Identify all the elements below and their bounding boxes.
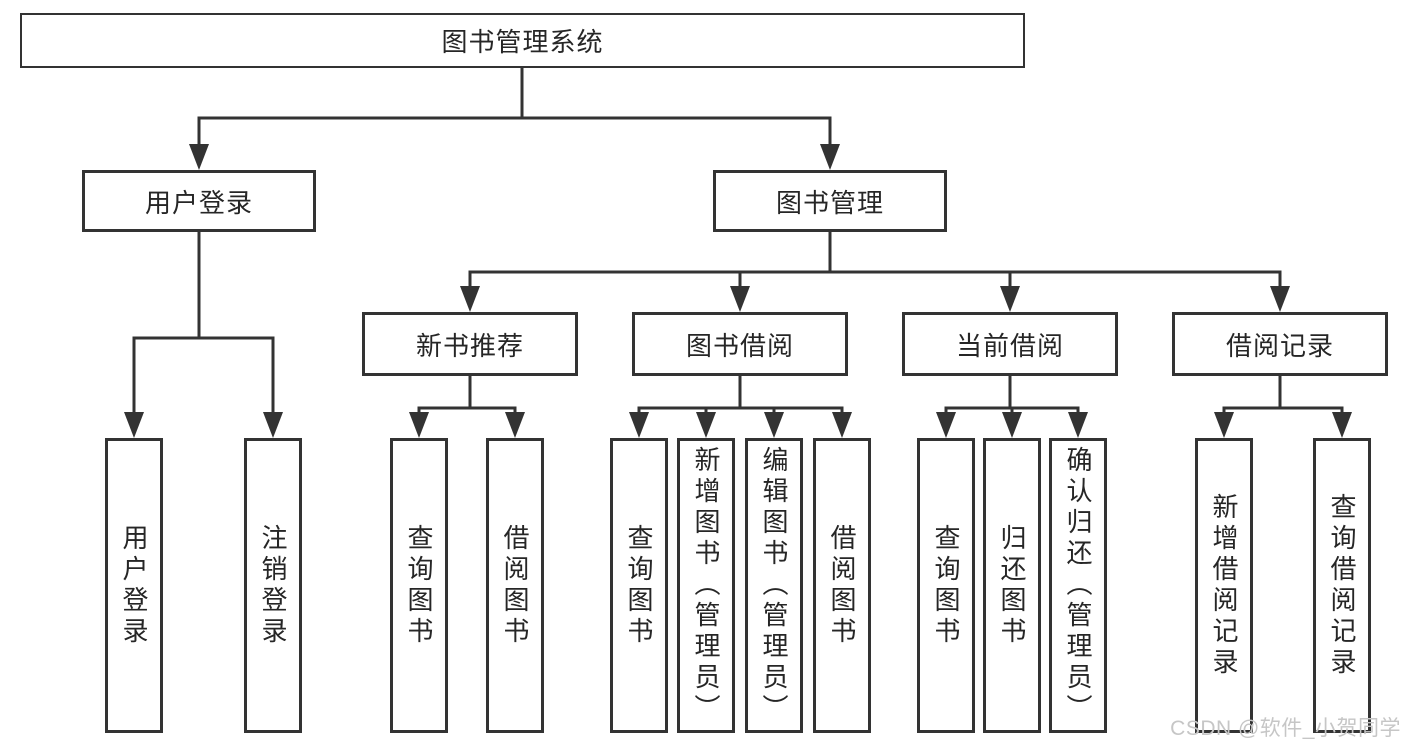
node-book-management: 图书管理	[713, 170, 947, 232]
node-new-book-recommend: 新书推荐	[362, 312, 578, 376]
leaf-confirm-return-admin: 确认归还（管理员）	[1049, 438, 1107, 733]
node-label: 图书管理	[775, 187, 884, 218]
node-library-management-system: 图书管理系统	[20, 13, 1025, 68]
node-label: 图书借阅	[685, 330, 794, 361]
leaf-query-books-current: 查询图书	[917, 438, 975, 733]
node-label: 用户登录	[144, 187, 253, 218]
node-label: 当前借阅	[955, 330, 1064, 361]
leaf-label: 新增图书（管理员）	[691, 446, 721, 725]
leaf-return-books: 归还图书	[983, 438, 1041, 733]
node-label: 图书管理系统	[441, 27, 604, 57]
arrowheads	[124, 144, 1352, 438]
node-user-login: 用户登录	[82, 170, 316, 232]
leaf-label: 归还图书	[997, 523, 1027, 648]
connector-strokes	[132, 68, 1344, 414]
csdn-watermark: CSDN @软件_小贺同学	[1170, 717, 1401, 740]
leaf-label: 注销登录	[258, 523, 288, 648]
node-current-borrow: 当前借阅	[902, 312, 1118, 376]
leaf-user-login: 用户登录	[105, 438, 163, 733]
leaf-label: 查询图书	[624, 523, 654, 648]
node-label: 借阅记录	[1225, 330, 1334, 361]
leaf-add-borrow-record: 新增借阅记录	[1195, 438, 1253, 733]
leaf-label: 新增借阅记录	[1209, 492, 1239, 679]
leaf-add-books-admin: 新增图书（管理员）	[677, 438, 735, 733]
leaf-label: 查询图书	[931, 523, 961, 648]
leaf-label: 查询借阅记录	[1327, 492, 1357, 679]
leaf-label: 用户登录	[119, 523, 149, 648]
node-borrow-records: 借阅记录	[1172, 312, 1388, 376]
leaf-query-books-recommend: 查询图书	[390, 438, 448, 733]
leaf-logout: 注销登录	[244, 438, 302, 733]
leaf-edit-books-admin: 编辑图书（管理员）	[745, 438, 803, 733]
leaf-label: 查询图书	[404, 523, 434, 648]
leaf-query-borrow-record: 查询借阅记录	[1313, 438, 1371, 733]
leaf-borrow-books: 借阅图书	[813, 438, 871, 733]
node-label: 新书推荐	[415, 330, 524, 361]
leaf-label: 编辑图书（管理员）	[759, 446, 789, 725]
leaf-query-books-borrow: 查询图书	[610, 438, 668, 733]
leaf-label: 确认归还（管理员）	[1063, 446, 1093, 725]
leaf-borrow-books-recommend: 借阅图书	[486, 438, 544, 733]
node-book-borrow: 图书借阅	[632, 312, 848, 376]
leaf-label: 借阅图书	[500, 523, 530, 648]
leaf-label: 借阅图书	[827, 523, 857, 648]
